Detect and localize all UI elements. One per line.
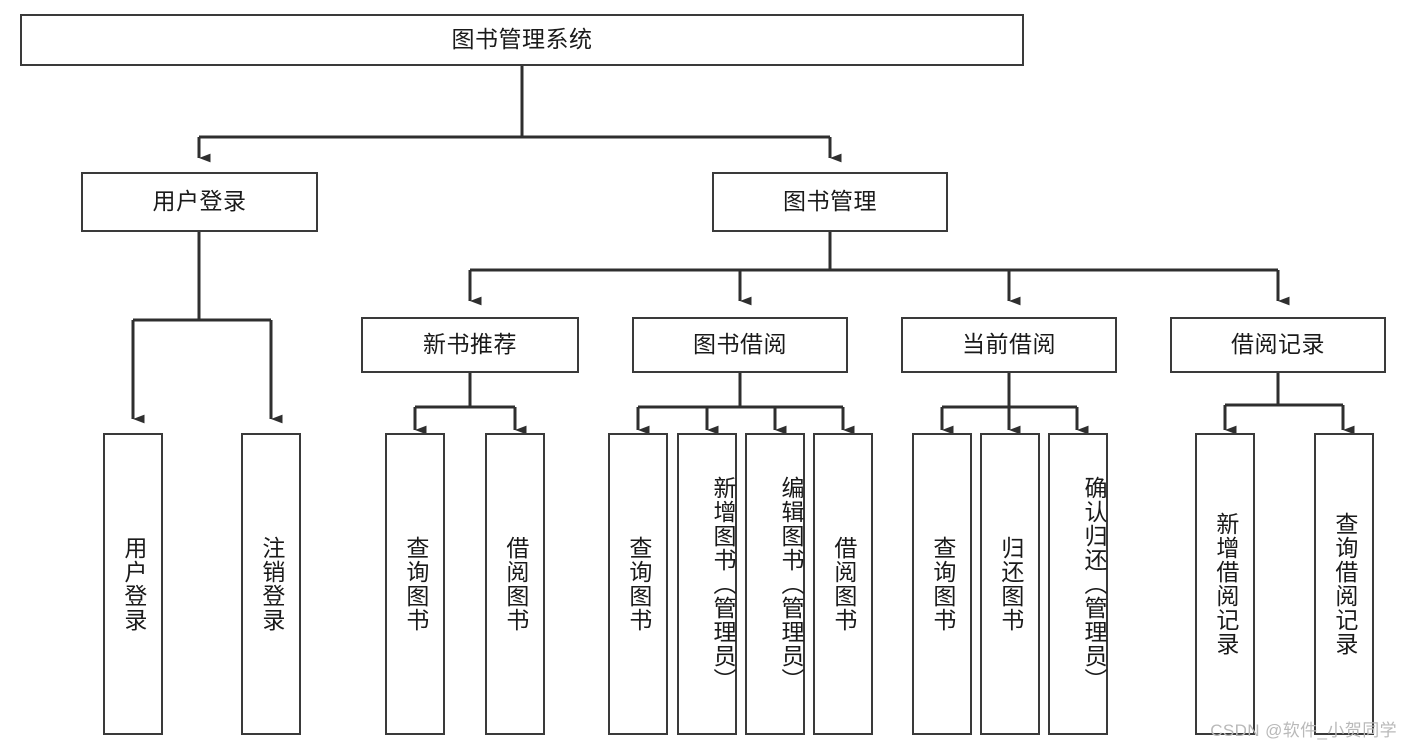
leaf-borrow-record-add-record[interactable]: 新增借阅记录 [1195, 433, 1255, 735]
node-borrowing-record[interactable]: 借阅记录 [1170, 317, 1386, 373]
node-new-book-recommendation[interactable]: 新书推荐 [361, 317, 579, 373]
leaf-current-borrow-return-books[interactable]: 归还图书 [980, 433, 1040, 735]
node-current-borrowing[interactable]: 当前借阅 [901, 317, 1117, 373]
node-book-management[interactable]: 图书管理 [712, 172, 948, 232]
leaf-current-borrow-confirm-return-admin[interactable]: 确认归还（管理员） [1048, 433, 1108, 735]
leaf-user-login-logout[interactable]: 注销登录 [241, 433, 301, 735]
leaf-book-borrow-edit-book-admin[interactable]: 编辑图书（管理员） [745, 433, 805, 735]
node-book-borrowing[interactable]: 图书借阅 [632, 317, 848, 373]
leaf-new-book-query-books[interactable]: 查询图书 [385, 433, 445, 735]
leaf-borrow-record-query-record[interactable]: 查询借阅记录 [1314, 433, 1374, 735]
leaf-book-borrow-query-books[interactable]: 查询图书 [608, 433, 668, 735]
leaf-book-borrow-borrow-books[interactable]: 借阅图书 [813, 433, 873, 735]
node-user-login[interactable]: 用户登录 [81, 172, 318, 232]
node-root-book-management-system[interactable]: 图书管理系统 [20, 14, 1024, 66]
leaf-current-borrow-query-books[interactable]: 查询图书 [912, 433, 972, 735]
leaf-user-login-login[interactable]: 用户登录 [103, 433, 163, 735]
leaf-book-borrow-add-book-admin[interactable]: 新增图书（管理员） [677, 433, 737, 735]
leaf-new-book-borrow-books[interactable]: 借阅图书 [485, 433, 545, 735]
